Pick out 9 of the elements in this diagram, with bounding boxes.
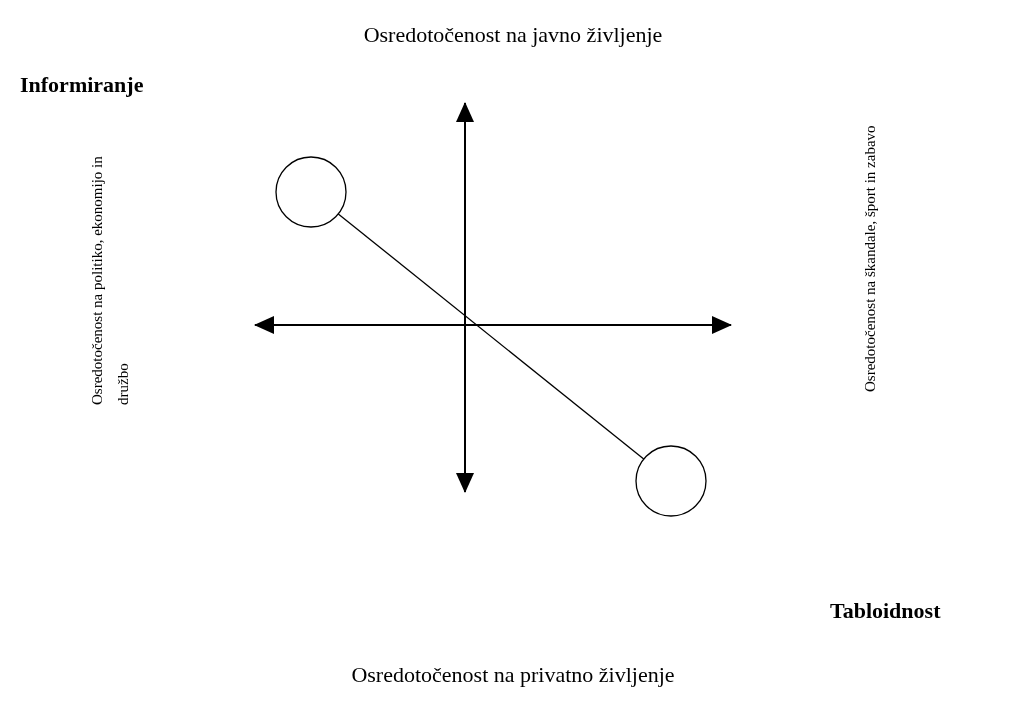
axis-side-label: Osredotočenost na politiko, ekonomijo in družbo — [88, 155, 132, 405]
corner-heading: Informiranje — [20, 72, 144, 98]
axis-side-label: Osredotočenost na škandale, šport in zabavo — [861, 124, 879, 392]
axis-title: Osredotočenost na javno življenje — [363, 22, 663, 48]
connector-line — [337, 213, 645, 460]
circle — [275, 156, 347, 228]
corner-heading: Tabloidnost — [830, 598, 941, 624]
circle — [635, 445, 707, 517]
axis-title: Osredotočenost na privatno življenje — [351, 662, 675, 688]
